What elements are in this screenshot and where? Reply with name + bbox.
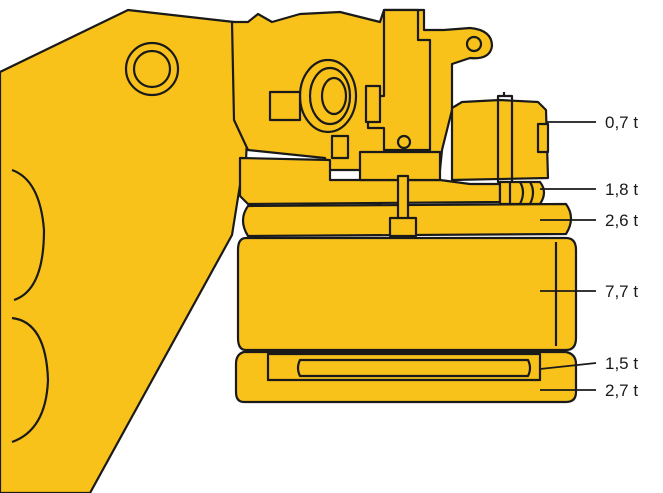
label-15t: 1,5 t: [605, 354, 638, 373]
label-07t: 0,7 t: [605, 113, 638, 132]
pivot-inner: [132, 49, 172, 89]
motor-bracket: [268, 90, 302, 122]
base-plate-post-foot: [388, 216, 418, 238]
label-77t: 7,7 t: [605, 282, 638, 301]
boom-slot-lower: [11, 316, 50, 444]
main-counterweight-77t: [236, 236, 578, 352]
leader-line-15t: [539, 362, 597, 370]
small-pin: [465, 35, 483, 53]
label-26t: 2,6 t: [605, 211, 638, 230]
lower-plate-15t-slot: [296, 358, 532, 378]
label-18t: 1,8 t: [605, 180, 638, 199]
valve-stem: [364, 84, 382, 124]
valve-small: [330, 134, 350, 160]
frame-plate-step: [358, 150, 442, 182]
boom-slot-upper: [11, 168, 46, 302]
counterweight-top-module: [450, 98, 550, 182]
motor-drum-inner: [320, 76, 348, 116]
counterweight-top-handle: [536, 122, 550, 154]
counterweight-plate-18t-lines: [508, 181, 535, 205]
label-27t: 2,7 t: [605, 381, 638, 400]
hydraulic-pin: [396, 134, 412, 150]
